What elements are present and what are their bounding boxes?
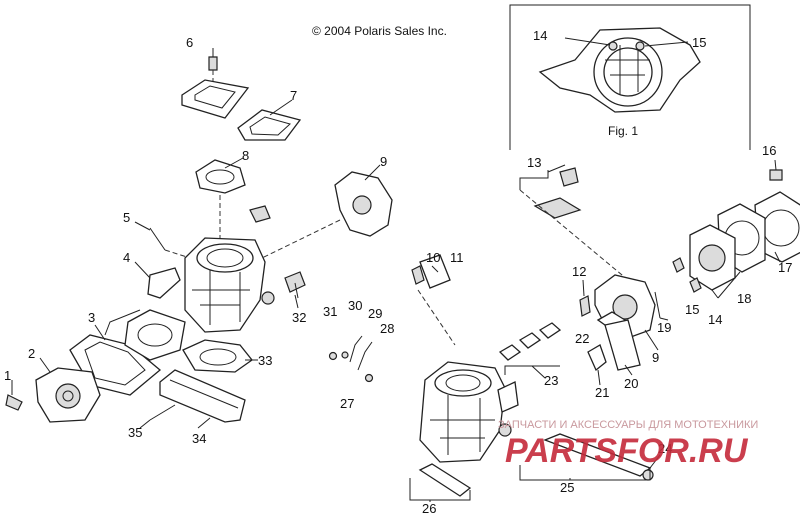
label-20: 20 [624, 376, 638, 391]
label-10: 10 [426, 250, 440, 265]
watermark-tagline: ЗАПЧАСТИ И АКСЕССУАРЫ ДЛЯ МОТОТЕХНИКИ [498, 419, 758, 431]
left-carburetor-group [5, 56, 393, 423]
watermark-logo: PARTSFOR.RU [505, 432, 749, 470]
label-4: 4 [123, 250, 130, 265]
label-8: 8 [242, 148, 249, 163]
label-35: 35 [128, 425, 142, 440]
fig1-screw-14 [608, 41, 618, 51]
fitting-32 [284, 271, 306, 293]
label-28: 28 [380, 321, 394, 336]
label-7: 7 [290, 88, 297, 103]
fig1-inset: 14 15 Fig. 1 [509, 4, 751, 150]
label-12: 12 [572, 264, 586, 279]
screw-12 [579, 295, 591, 317]
label-27: 27 [340, 396, 354, 411]
bracket-23 [504, 365, 560, 375]
label-5: 5 [123, 210, 130, 225]
label-13: 13 [527, 155, 541, 170]
label-25: 25 [560, 480, 574, 495]
label-9b: 9 [652, 350, 659, 365]
fig1-lever [605, 45, 650, 95]
leader-lines [11, 48, 781, 502]
clip-28 [357, 341, 373, 371]
fig1-caption: Fig. 1 [608, 124, 638, 138]
washer-21 [587, 344, 607, 372]
screw-10 [411, 265, 425, 285]
screw-1 [5, 394, 23, 411]
bracket-25 [519, 465, 651, 481]
label-30: 30 [348, 298, 362, 313]
label-19: 19 [657, 320, 671, 335]
gasket-23a [498, 344, 522, 361]
bracket-13 [519, 170, 549, 190]
label-23: 23 [544, 373, 558, 388]
label-17: 17 [778, 260, 792, 275]
bracket-26 [409, 478, 471, 501]
gasket-upper-6 [181, 79, 250, 119]
lever-4 [147, 267, 181, 299]
gasket-23c [538, 322, 562, 339]
screw-6 [208, 56, 218, 71]
label-22: 22 [575, 331, 589, 346]
label-29: 29 [368, 306, 382, 321]
label-33: 33 [258, 353, 272, 368]
gasket-7 [237, 109, 302, 141]
bracket-small [249, 205, 271, 223]
screw-16 [769, 169, 783, 181]
spring-29 [349, 335, 363, 363]
label-34: 34 [192, 431, 206, 446]
fig1-diaphragm [603, 47, 653, 97]
gasket-3-inner [124, 309, 186, 361]
fig1-leader-15 [644, 41, 689, 47]
label-32: 32 [292, 310, 306, 325]
label-14b: 14 [708, 312, 722, 327]
lever-20 [604, 319, 641, 371]
label-15a: 15 [692, 35, 706, 50]
label-9a: 9 [380, 154, 387, 169]
fig1-screw-15 [635, 41, 645, 51]
label-3: 3 [88, 310, 95, 325]
gasket-8 [195, 159, 246, 194]
gasket-33 [182, 339, 253, 373]
label-15b: 15 [685, 302, 699, 317]
label-18: 18 [737, 291, 751, 306]
label-31: 31 [323, 304, 337, 319]
rod-26 [418, 463, 472, 497]
ring-30 [341, 351, 349, 359]
nut-27 [364, 373, 374, 383]
label-24: 24 [658, 441, 672, 456]
screw-15b [672, 257, 685, 273]
gasket-23b [518, 332, 542, 349]
label-1: 1 [4, 368, 11, 383]
copyright-text: © 2004 Polaris Sales Inc. [312, 24, 447, 38]
label-6: 6 [186, 35, 193, 50]
fig1-leader-14 [564, 37, 611, 46]
part-labels: 6 7 8 9 5 4 3 2 1 32 33 34 35 31 30 29 2… [4, 35, 792, 514]
label-2: 2 [28, 346, 35, 361]
plate-34 [159, 369, 246, 423]
screw-35 [149, 404, 176, 421]
label-16: 16 [762, 143, 776, 158]
fig1-frame [509, 4, 751, 150]
jet-11 [419, 254, 451, 289]
label-21: 21 [595, 385, 609, 400]
label-14a: 14 [533, 28, 547, 43]
label-11: 11 [450, 250, 464, 265]
label-26: 26 [422, 501, 436, 514]
screw-5 [149, 227, 166, 251]
right-carburetor-group [409, 167, 800, 501]
screw-14b [689, 277, 702, 293]
watermark: ЗАПЧАСТИ И АКСЕССУАРЫ ДЛЯ МОТОТЕХНИКИ PA… [498, 419, 758, 470]
screw-19 [654, 291, 661, 319]
washer-31 [328, 351, 338, 361]
